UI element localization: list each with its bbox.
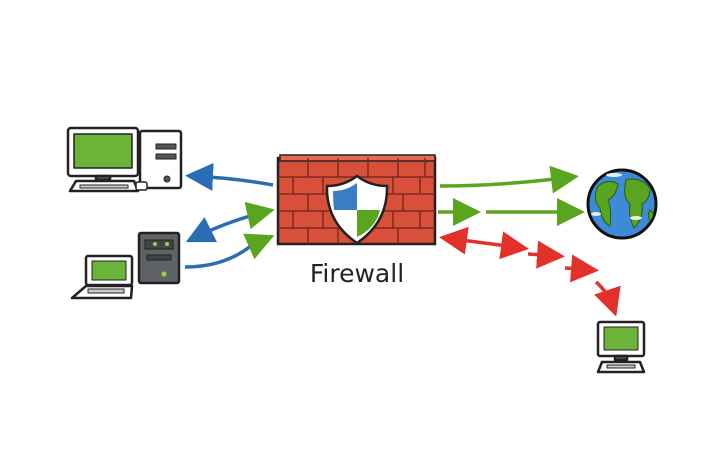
green-arrowhead [244, 201, 275, 230]
blocked-arrow-to-remote [594, 280, 621, 317]
server-icon [137, 231, 181, 285]
blocked-arrow-segment-2 [564, 254, 599, 283]
internet-globe-icon [586, 168, 658, 240]
server-firewall-bidirectional-arrow [185, 210, 267, 243]
blocked-arrow-segment-1 [527, 240, 565, 269]
laptop-to-firewall-arrow [184, 243, 254, 269]
green-arrowhead [243, 233, 275, 260]
blue-arrow-to-desktop [185, 162, 274, 191]
remote-computer-icon [596, 320, 646, 374]
blocked-bidirectional-arrow [439, 226, 529, 260]
laptop-icon [70, 254, 134, 300]
shield-icon [325, 174, 389, 245]
allowed-arrow-to-internet-1 [439, 165, 579, 194]
firewall-label: Firewall [310, 259, 404, 288]
desktop-computer-icon [66, 126, 183, 193]
